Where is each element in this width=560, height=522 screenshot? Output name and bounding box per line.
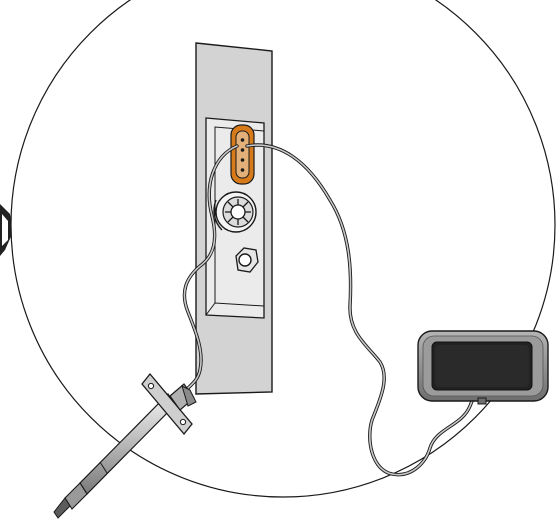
handheld-display-icon [418, 331, 548, 404]
highlighted-connector-icon [231, 125, 254, 184]
magnifier-circle [11, 0, 555, 497]
